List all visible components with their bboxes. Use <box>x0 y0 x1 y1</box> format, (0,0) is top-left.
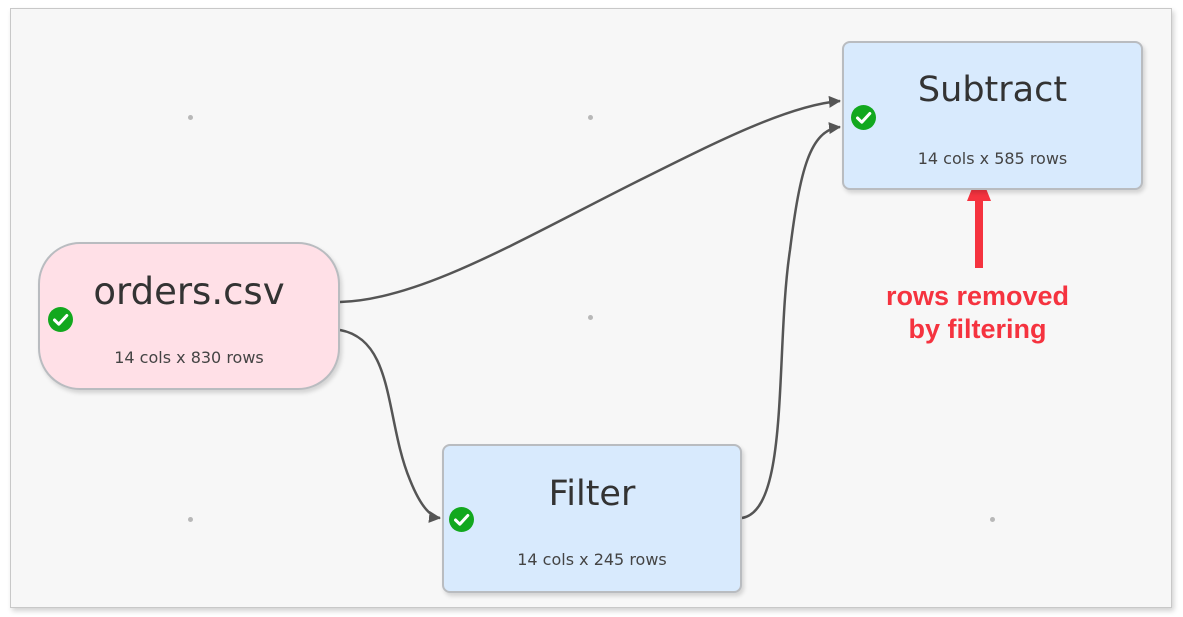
check-icon <box>449 507 474 532</box>
node-title: Subtract <box>917 70 1068 110</box>
check-icon <box>851 105 876 130</box>
node-info: 14 cols x 830 rows <box>114 348 264 367</box>
node-title: Filter <box>548 474 636 514</box>
annotation-line-1: rows removed <box>885 281 1070 311</box>
grid-dot <box>588 315 593 320</box>
node-filter[interactable]: Filter 14 cols x 245 rows <box>442 444 742 593</box>
check-icon <box>48 307 73 332</box>
annotation-line-2: by filtering <box>908 314 1047 344</box>
annotation-label: rows removed by filtering <box>845 280 1110 346</box>
node-title: orders.csv <box>93 270 285 313</box>
node-info: 14 cols x 585 rows <box>917 149 1068 168</box>
node-info: 14 cols x 245 rows <box>517 550 667 569</box>
grid-dot <box>588 115 593 120</box>
grid-dot <box>188 115 193 120</box>
grid-dot <box>990 517 995 522</box>
grid-dot <box>188 517 193 522</box>
node-subtract[interactable]: Subtract 14 cols x 585 rows <box>842 41 1143 190</box>
node-orders-csv[interactable]: orders.csv 14 cols x 830 rows <box>38 242 340 390</box>
